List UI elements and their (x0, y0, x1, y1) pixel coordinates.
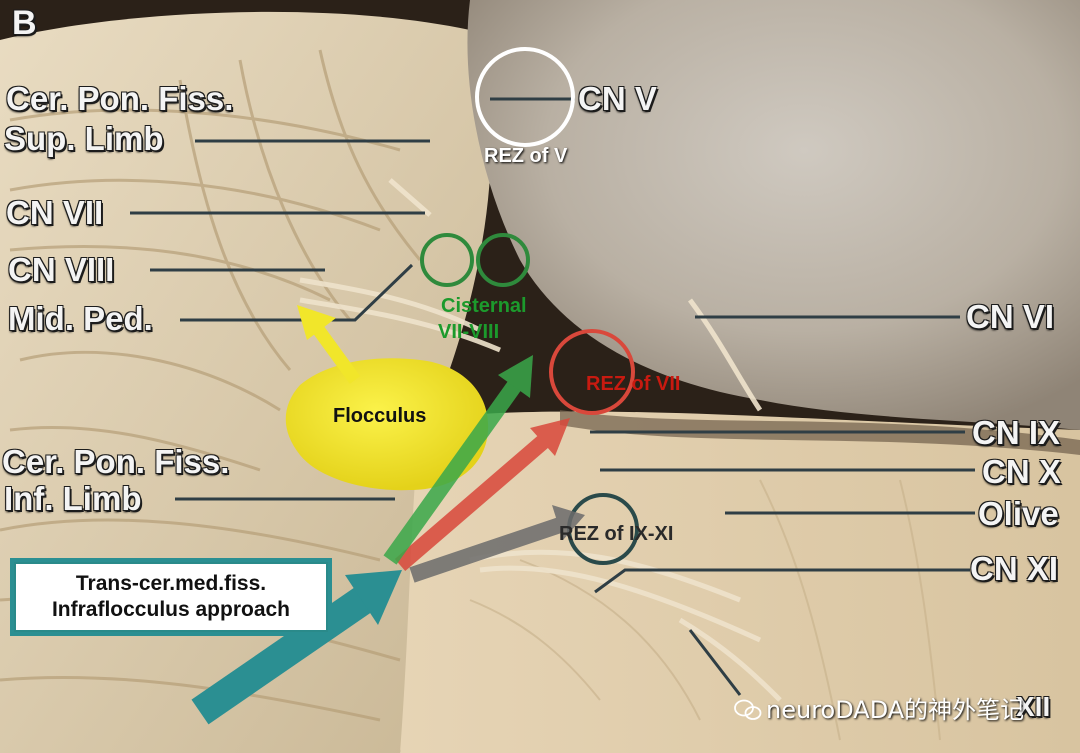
flocculus-highlight (285, 358, 489, 491)
approach-box: Trans-cer.med.fiss. Infraflocculus appro… (14, 562, 328, 632)
rez-v-label: REZ of V (484, 145, 568, 167)
label-cn-xii: XII (1016, 691, 1051, 722)
cisternal-circle-right (476, 233, 530, 287)
yellow-arrow (297, 305, 361, 384)
label-cn-viii: CN VIII (8, 251, 115, 288)
label-cn-xi: CN XI (970, 550, 1059, 587)
teal-arrow (191, 570, 402, 725)
red-arrow (394, 418, 570, 572)
rez-v-circle (475, 47, 575, 147)
leader-lines (130, 97, 975, 696)
label-cer-pon-fiss-top: Cer. Pon. Fiss. (6, 80, 234, 117)
watermark-text: neuroDADA的神外笔记 (766, 696, 1025, 724)
label-cn-ix: CN IX (972, 414, 1061, 451)
label-cn-v: CN V (578, 80, 657, 117)
approach-box-line2: Infraflocculus approach (51, 598, 291, 621)
panel-letter: B (12, 4, 37, 42)
label-cn-vii: CN VII (6, 194, 104, 231)
wechat-icon (734, 699, 762, 721)
approach-box-line1: Trans-cer.med.fiss. (75, 571, 267, 595)
label-olive: Olive (978, 495, 1059, 532)
rez-vii-label: REZ of VII (586, 373, 681, 395)
green-arrow (383, 355, 533, 565)
flocculus-label: Flocculus (333, 405, 427, 427)
cisternal-label-line1: Cisternal (441, 295, 527, 317)
label-cn-x: CN X (982, 453, 1061, 490)
cisternal-circle-left (420, 233, 474, 287)
label-cn-vi: CN VI (966, 298, 1055, 335)
cisternal-label-line2: VII-VIII (438, 321, 500, 343)
rez-ix-xi-label: REZ of IX-XI (559, 523, 674, 545)
watermark: neuroDADA的神外笔记 (734, 690, 1024, 725)
label-mid-ped: Mid. Ped. (8, 300, 153, 337)
rez-vii-circle (549, 329, 635, 415)
label-inf-limb: Inf. Limb (4, 480, 142, 517)
label-sup-limb: Sup. Limb (4, 120, 164, 157)
gray-arrow (409, 505, 585, 583)
label-cer-pon-fiss-bottom: Cer. Pon. Fiss. (2, 443, 230, 480)
